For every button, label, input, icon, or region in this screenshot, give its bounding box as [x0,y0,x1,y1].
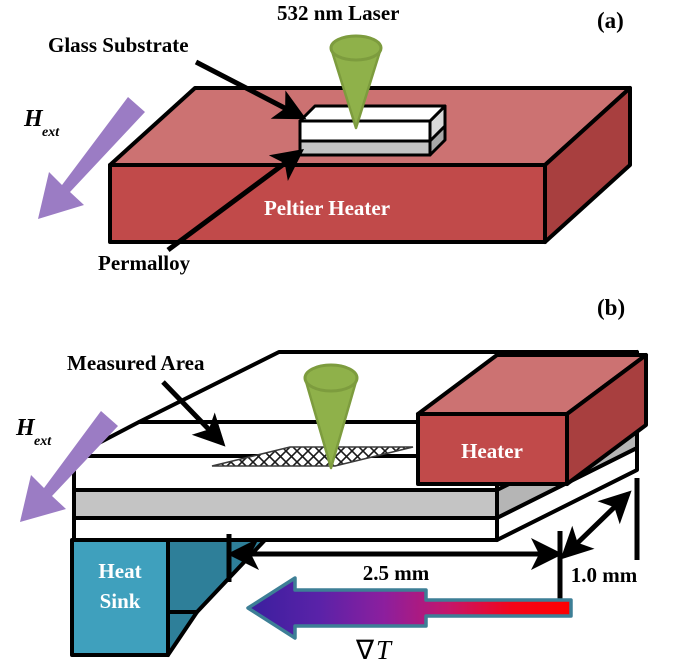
laser-beam-top-ellipse-a [329,34,383,62]
glass-substrate-leader-arrow [194,59,307,120]
hext-arrow-b [20,411,118,522]
panel-a-label: (a) [597,8,624,33]
hext-subscript-a: ext [42,125,60,140]
hext-subscript-b: ext [34,434,52,449]
heater-front-face-b [416,412,569,486]
height-dimension-label: 1.0 mm [571,563,638,587]
gradient-variable-symbol: T [376,635,393,663]
heat-sink-label-line1: Heat [98,559,141,583]
permalloy-leader-arrow [166,149,305,253]
heater-label-b: Heater [461,439,523,463]
hext-arrow-a [38,97,145,219]
peltier-front-face [108,163,547,244]
measured-area-label: Measured Area [67,351,205,375]
glass-substrate-label: Glass Substrate [48,33,189,57]
hext-symbol-b: H [15,415,36,441]
heat-sink-label-line2: Sink [100,589,141,613]
thermal-gradient-arrow [246,576,573,640]
panel-b-label: (b) [597,295,625,320]
peltier-heater-label: Peltier Heater [264,196,390,220]
glass-front-face-a [298,119,432,143]
measured-area-leader-arrow [161,380,226,447]
heat-sink-side-face [166,538,267,614]
permalloy-label: Permalloy [98,251,191,275]
length-dimension-label: 2.5 mm [363,561,430,585]
substrate-lower-front-b [72,516,499,542]
measured-area-hatch [211,446,414,467]
height-dimension-arrow [560,490,632,560]
panel-b-group: (b) Heat Sink [15,295,648,663]
heat-sink-bevel [166,610,199,657]
laser-beam-top-ellipse-b [303,363,359,393]
glass-top-face-a [298,104,447,123]
permalloy-front-face-b [72,488,499,520]
hext-symbol-a: H [23,106,44,132]
gradient-operator-symbol: ∇ [355,635,375,663]
panel-a-group: (a) Peltier Heater 532 nm Laser Glass Su… [23,1,632,275]
laser-label-a: 532 nm Laser [277,1,400,25]
